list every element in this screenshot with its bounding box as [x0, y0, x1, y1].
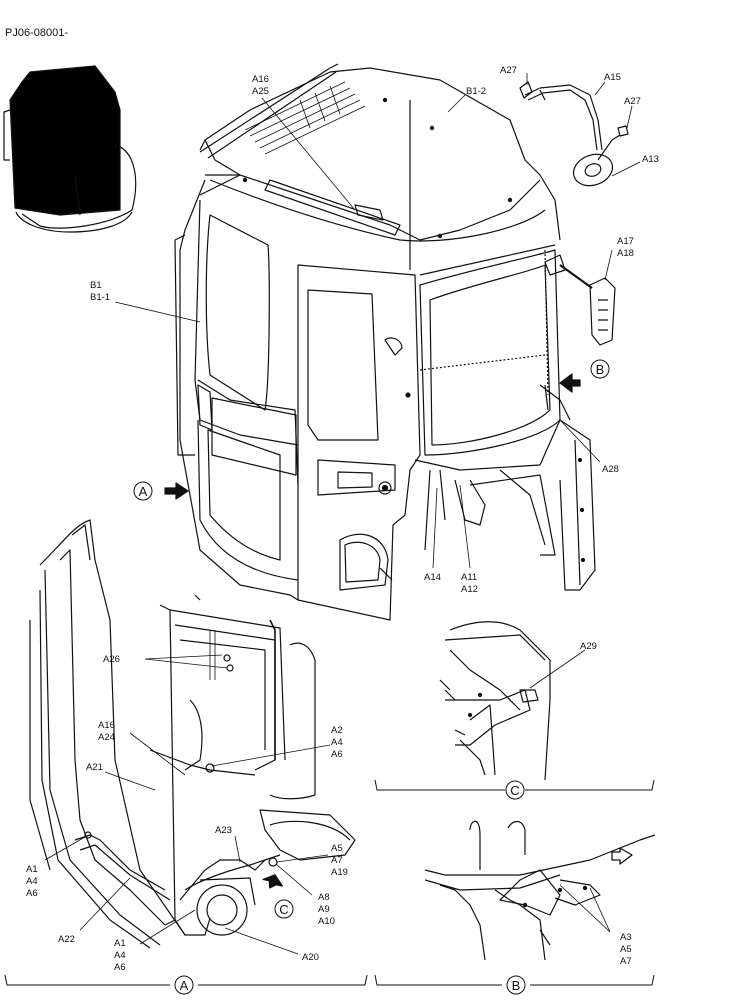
- callout-a1-left: A1: [26, 864, 38, 875]
- callout-a5-mid: A5: [331, 843, 343, 854]
- callout-a27-b: A27: [624, 96, 641, 107]
- callout-a28: A28: [602, 464, 619, 475]
- callout-a4-bot: A4: [114, 950, 126, 961]
- view-brackets: [4, 779, 655, 986]
- document-id: PJ06-08001-: [5, 27, 68, 39]
- detail-view-a: [29, 519, 356, 949]
- callout-a29: A29: [580, 641, 597, 652]
- callout-a20: A20: [302, 952, 319, 963]
- detail-view-b: [424, 820, 656, 961]
- leader-lines: [44, 73, 641, 955]
- callout-a21: A21: [86, 762, 103, 773]
- marker-circles: [133, 359, 610, 995]
- callout-a6-left: A6: [26, 888, 38, 899]
- callout-a24: A24: [98, 732, 115, 743]
- callout-a22: A22: [58, 934, 75, 945]
- view-marker-c: C: [279, 902, 288, 917]
- callout-a8: A8: [318, 892, 330, 903]
- callout-a13: A13: [642, 154, 659, 165]
- callout-labels: A16 A25 B1-2 A27 A15 A27 A13 B1 B1-1 A17…: [26, 65, 659, 973]
- callout-a19: A19: [331, 867, 348, 878]
- callout-a25: A25: [252, 86, 269, 97]
- callout-a11: A11: [461, 572, 477, 583]
- cab-thumbnail: [3, 65, 137, 233]
- callout-a15: A15: [604, 72, 621, 83]
- callout-a9: A9: [318, 904, 330, 915]
- callout-a18: A18: [617, 248, 634, 259]
- callout-a16-mid: A16: [98, 720, 115, 731]
- view-marker-a: A: [139, 484, 148, 499]
- callout-a5-bot: A5: [620, 944, 632, 955]
- callout-a12: A12: [461, 584, 478, 595]
- detail-view-c: [439, 621, 551, 781]
- view-title-c: C: [510, 783, 519, 798]
- callout-b1: B1: [90, 280, 102, 291]
- callout-a3: A3: [620, 932, 632, 943]
- grab-handle: [544, 254, 616, 346]
- callout-a10: A10: [318, 916, 335, 927]
- callout-a4-left: A4: [26, 876, 38, 887]
- callout-a4-mid: A4: [331, 737, 343, 748]
- view-title-b: B: [512, 978, 521, 993]
- callout-b1-1: B1-1: [90, 292, 110, 303]
- view-title-a: A: [180, 978, 189, 993]
- callout-a6-mid: A6: [331, 749, 343, 760]
- callout-a7-bot: A7: [620, 956, 632, 967]
- callout-a17: A17: [617, 236, 634, 247]
- view-marker-b: B: [596, 362, 605, 377]
- callout-a1-bot: A1: [114, 938, 126, 949]
- mirror-assembly: [519, 81, 629, 187]
- callout-a16-top: A16: [252, 74, 269, 85]
- callout-a26: A26: [103, 654, 120, 665]
- callout-a7-mid: A7: [331, 855, 343, 866]
- callout-a14: A14: [424, 572, 441, 583]
- view-arrows: [164, 373, 633, 889]
- cab-assembly: [174, 63, 596, 621]
- callout-a23: A23: [215, 825, 232, 836]
- callout-a27-a: A27: [500, 65, 517, 76]
- callout-a6-bot: A6: [114, 962, 126, 973]
- callout-b1-2: B1-2: [466, 86, 486, 97]
- callout-a2: A2: [331, 725, 343, 736]
